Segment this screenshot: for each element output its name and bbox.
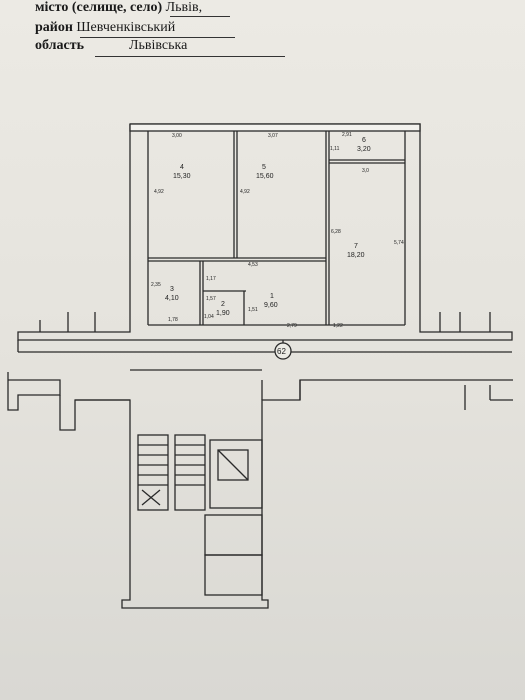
dimension-label: 1,04 (204, 314, 214, 320)
room-6-number: 6 (362, 137, 366, 144)
district-line: район Шевченківський (35, 20, 175, 36)
dimension-label: 4,92 (154, 189, 164, 195)
dimension-label: 4,53 (248, 262, 258, 268)
axis-marker-label: 62 (277, 347, 286, 356)
city-underline (170, 16, 230, 17)
dimension-label: 5,74 (394, 240, 404, 246)
dimension-label: 4,92 (240, 189, 250, 195)
dimension-label: 3,0 (362, 168, 369, 174)
room-2-area: 1,90 (216, 310, 230, 317)
dimension-label: 1,22 (333, 323, 343, 329)
room-7-area: 18,20 (347, 252, 365, 259)
room-6-area: 3,20 (357, 146, 371, 153)
region-label: область (35, 38, 84, 53)
city-label: місто (селище, село) (35, 0, 163, 15)
region-line: область Львівська (35, 38, 187, 54)
room-1-number: 1 (270, 293, 274, 300)
district-value: Шевченківський (76, 20, 176, 35)
city-line: місто (селище, село) Львів, (35, 0, 202, 16)
room-4-number: 4 (180, 164, 184, 171)
room-3-number: 3 (170, 286, 174, 293)
dimension-label: 1,11 (330, 146, 340, 152)
dimension-label: 1,78 (168, 317, 178, 323)
dimension-label: 3,07 (268, 133, 278, 139)
dimension-label: 6,28 (331, 229, 341, 235)
dimension-label: 2,79 (287, 323, 297, 329)
district-label: район (35, 20, 73, 35)
dimension-label: 1,51 (248, 307, 258, 313)
room-4-area: 15,30 (173, 173, 191, 180)
region-underline (95, 56, 285, 57)
room-5-number: 5 (262, 164, 266, 171)
room-5-area: 15,60 (256, 173, 274, 180)
room-1-area: 9,60 (264, 302, 278, 309)
city-value: Львів, (165, 0, 203, 15)
room-3-area: 4,10 (165, 295, 179, 302)
room-7-number: 7 (354, 243, 358, 250)
district-underline (80, 37, 235, 38)
region-value: Львівська (129, 38, 188, 53)
room-2-number: 2 (221, 301, 225, 308)
dimension-label: 2,35 (151, 282, 161, 288)
dimension-label: 1,57 (206, 296, 216, 302)
dimension-label: 2,91 (342, 132, 352, 138)
dimension-label: 3,00 (172, 133, 182, 139)
dimension-label: 1,17 (206, 276, 216, 282)
